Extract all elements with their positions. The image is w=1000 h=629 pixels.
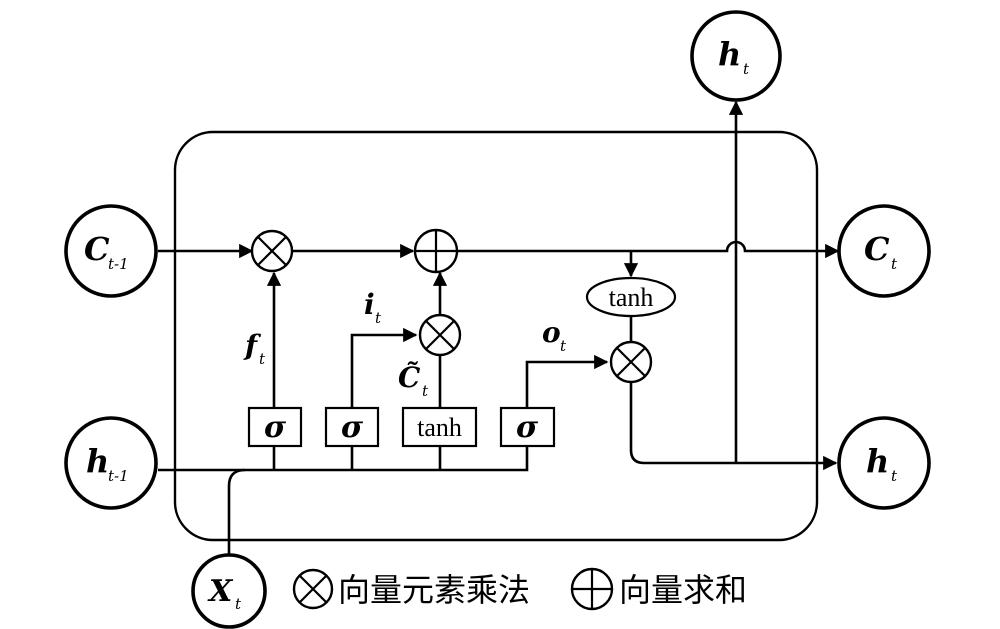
signal-i: i t	[364, 288, 382, 327]
node-h-t-right-subscript: t	[891, 467, 898, 485]
h-prev-line	[158, 446, 529, 472]
signal-f: f t	[243, 329, 266, 368]
node-c-t-subscript: t	[891, 255, 898, 273]
legend-sum: 向量求和	[570, 567, 747, 611]
input-gate-label: σ	[341, 410, 364, 445]
node-c-prev-subscript: t-1	[108, 255, 129, 273]
node-h-t-right-symbol: h	[866, 442, 889, 480]
cell-tanh-label: tanh	[609, 283, 654, 312]
input-gate-box: σ	[324, 406, 380, 448]
signal-i-subscript: t	[375, 309, 382, 327]
signal-c-tilde-subscript: t	[422, 382, 429, 400]
node-c-t: C t	[837, 204, 931, 298]
output-gate-box: σ	[499, 406, 556, 448]
legend-sum-icon	[570, 567, 614, 611]
x-input-line	[227, 468, 246, 568]
node-x-t-symbol: X	[207, 574, 234, 609]
node-h-t-top: h t	[690, 10, 782, 102]
node-c-prev-symbol: C	[84, 230, 110, 268]
signal-o-subscript: t	[560, 337, 567, 355]
node-h-t-top-symbol: h	[718, 35, 741, 73]
node-h-prev: h t-1	[64, 416, 158, 510]
cell-tanh-op: tanh	[585, 276, 677, 318]
node-c-t-symbol: C	[864, 230, 890, 268]
signal-o: o t	[542, 316, 567, 355]
node-c-prev: C t-1	[64, 204, 158, 298]
node-h-t-right: h t	[837, 416, 931, 510]
output-gate-label: σ	[516, 410, 539, 445]
cell-boundary	[173, 130, 819, 542]
input-multiply-op	[418, 313, 462, 357]
cell-state-line-3	[457, 240, 840, 259]
output-multiply-op	[609, 340, 653, 384]
legend-sum-label: 向量求和	[619, 571, 747, 609]
candidate-gate-label: tanh	[417, 413, 462, 442]
signal-f-subscript: t	[259, 350, 266, 368]
node-h-t-top-subscript: t	[743, 60, 750, 78]
input-line	[350, 327, 418, 408]
forget-gate-box: σ	[247, 406, 303, 448]
signal-c-tilde: C̃ t	[398, 361, 429, 400]
candidate-gate-box: tanh	[401, 406, 478, 448]
h-out-line	[629, 382, 838, 471]
node-h-prev-subscript: t-1	[108, 467, 129, 485]
signal-o-symbol: o	[542, 316, 561, 349]
node-x-t: X t	[191, 553, 267, 629]
signal-c-tilde-symbol: C̃	[398, 361, 421, 394]
legend-multiply-icon	[292, 568, 334, 610]
forget-multiply-op	[250, 229, 294, 273]
signal-i-symbol: i	[364, 288, 375, 321]
output-gate-line	[525, 354, 609, 408]
forget-gate-label: σ	[264, 410, 287, 445]
legend-multiply: 向量元素乘法	[292, 568, 530, 610]
cell-sum-op	[413, 228, 459, 274]
node-h-prev-symbol: h	[86, 442, 109, 480]
legend-multiply-label: 向量元素乘法	[338, 571, 530, 609]
node-x-t-subscript: t	[235, 595, 242, 613]
